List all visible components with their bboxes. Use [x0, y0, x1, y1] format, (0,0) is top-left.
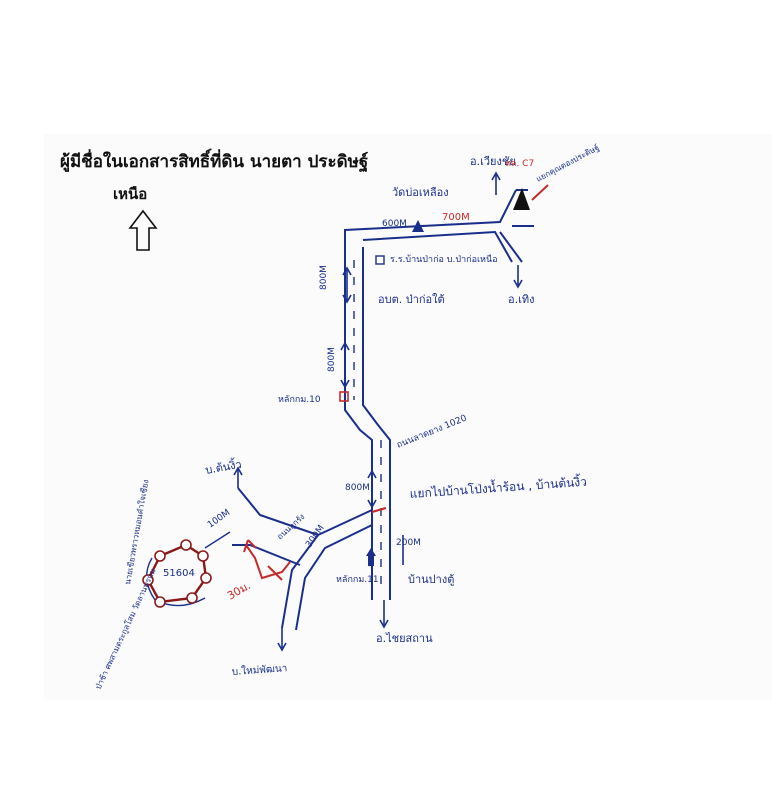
label-marker-11: หลักกม.11	[336, 575, 379, 585]
label-road-name: ถนนลาดยาง 1020	[395, 413, 468, 450]
label-top-town: อ.เวียงชัย	[470, 155, 516, 168]
temple-icon	[412, 220, 424, 232]
signpost-icon	[513, 188, 530, 210]
label-dist-600: 600M	[382, 219, 407, 229]
label-dist-700: 700M	[442, 212, 470, 223]
label-village-pangtu: บ้านปางตู้	[408, 573, 454, 586]
label-dist-800-mid: 800M	[327, 347, 337, 372]
label-dist-100: 100M	[206, 508, 232, 531]
label-side-road: ถนนลูกรัง	[275, 512, 307, 542]
label-dist-800-upper: 800M	[319, 265, 329, 290]
label-right-district: อ.เทิง	[508, 293, 535, 306]
marker-11-icon	[366, 548, 376, 566]
label-dist-300: 300M	[304, 524, 327, 550]
label-top-right-place: แยกคุณตองประดิษฐ์	[534, 142, 600, 184]
red-route	[243, 539, 291, 581]
label-school: ร.ร.บ้านป่าก่อ บ.ป่าก่อเหนือ	[390, 254, 498, 265]
label-marker-10: หลักกม.10	[278, 395, 321, 405]
label-village-pakoh: อบต. ป่าก่อใต้	[378, 293, 445, 306]
label-dist-30: 30ม.	[225, 579, 253, 603]
label-plot-id: 51604	[163, 568, 195, 579]
label-village-tonngiew: บ.ต้นงิ้ว	[204, 456, 243, 477]
label-signpost: ทล. C7	[505, 159, 534, 169]
marker-10-icon	[339, 391, 349, 402]
label-bottom-village: บ.ใหม่พัฒนา	[231, 662, 287, 678]
page-title: ผู้มีชื่อในเอกสารสิทธิ์ที่ดิน นายตา ประด…	[60, 152, 369, 172]
land-plot	[142, 539, 212, 608]
top-road	[344, 189, 534, 263]
label-dist-200: 200M	[396, 538, 421, 548]
label-temple: วัดบ่อเหลือง	[392, 186, 449, 199]
north-label: เหนือ	[113, 185, 148, 203]
label-dist-800-lower: 800M	[345, 483, 370, 493]
map-sheet	[44, 134, 772, 700]
label-plot-owner: นายเขียวพราวหมอนคำใจเซียง	[123, 479, 150, 586]
road-arrows	[233, 171, 523, 652]
label-junction-note: แยกไปบ้านโป่งน้ำร้อน , บ้านต้นงิ้ว	[409, 473, 587, 501]
north-arrow-icon	[128, 209, 158, 251]
label-cemetery: ป่าช้า ศพสามตระกูลโสม วัดลานพรหม	[93, 567, 159, 691]
school-icon	[375, 255, 385, 265]
label-down-district: อ.ไชยสถาน	[376, 632, 433, 645]
side-road	[232, 487, 373, 631]
